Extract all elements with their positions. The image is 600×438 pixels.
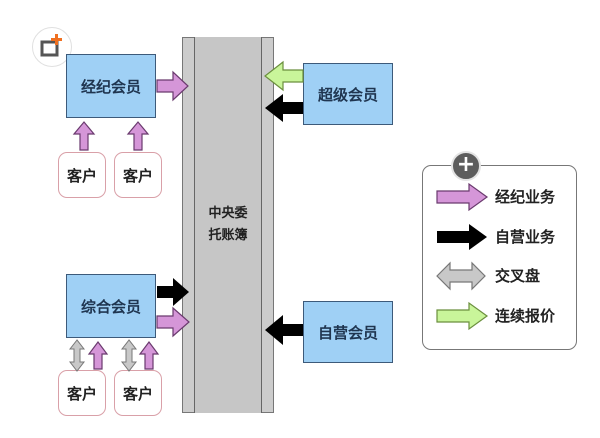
legend-label: 交叉盘 [495,267,541,285]
legend-item-proprietary: 自营业务 [423,222,576,252]
central-ledger: 中央委 托账簿 [182,37,274,413]
legend-label: 连续报价 [495,307,556,325]
proprietary-member: 自营会员 [303,301,393,363]
legend: 经纪业务 自营业务 交叉盘 连续报价 [422,165,577,350]
legend-item-broker: 经纪业务 [423,182,576,212]
broker-to-ledger-arrow [156,70,189,102]
legend-label: 经纪业务 [495,188,556,206]
legend-item-quote: 连续报价 [423,301,576,331]
client-2: 客户 [114,152,162,198]
broker-member: 经纪会员 [66,54,156,118]
client-3: 客户 [58,370,106,416]
ledger-label-line1: 中央委 [208,206,248,221]
legend-label: 自营业务 [495,228,556,246]
super-quote-arrow [264,60,304,92]
pink-arrow-icon [436,182,489,212]
client4-cross-arrow [120,339,138,372]
comprehensive-proprietary-arrow [157,278,189,306]
comprehensive-member: 综合会员 [66,274,156,338]
gray-double-arrow-icon [436,261,486,291]
proprietary-to-ledger-arrow [265,315,303,345]
client3-to-comprehensive-arrow [87,341,109,370]
client2-to-broker-arrow [126,121,150,151]
client4-to-comprehensive-arrow [138,341,160,370]
add-image-badge[interactable] [32,27,72,67]
black-arrow-icon [437,224,487,250]
super-member: 超级会员 [303,63,393,125]
client-1: 客户 [58,152,106,198]
comprehensive-broker-arrow [156,306,190,338]
green-arrow-icon [436,301,489,331]
legend-item-cross: 交叉盘 [423,261,576,291]
ledger-label-line2: 托账簿 [208,228,248,243]
crop-plus-icon [40,34,62,57]
client1-to-broker-arrow [72,121,96,151]
client3-cross-arrow [68,339,86,372]
super-proprietary-arrow [265,94,303,122]
client-4: 客户 [114,370,162,416]
expand-plus-button[interactable]: + [451,151,481,181]
